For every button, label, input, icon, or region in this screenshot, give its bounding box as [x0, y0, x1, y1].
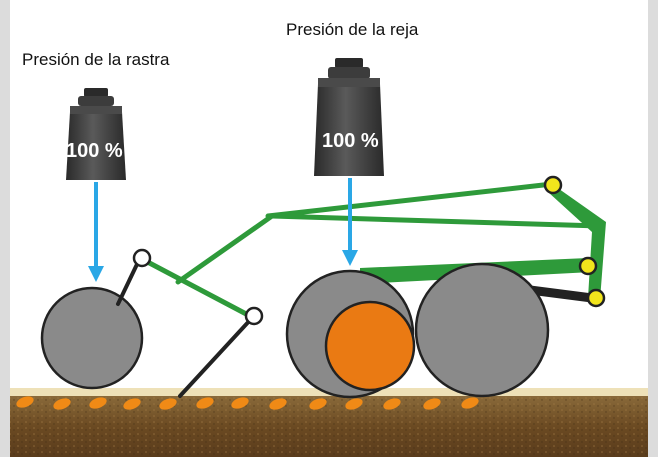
press-wheel: [414, 262, 550, 398]
pivot-harrow-top: [132, 248, 152, 268]
seed-row: [16, 396, 479, 410]
coulter-weight: [314, 58, 384, 176]
rear-link: [525, 285, 597, 303]
harrow-link: [116, 256, 142, 306]
harrow-weight: [66, 88, 126, 180]
harrow-pressure-arrow: [88, 182, 104, 282]
coulter-pressure-arrow: [342, 178, 358, 266]
right-border: [648, 0, 658, 457]
green-frame: [137, 181, 603, 319]
harrow-wheel: [40, 286, 144, 390]
harrow-weight-value: 100 %: [66, 140, 123, 162]
soil-texture: [10, 396, 648, 457]
pivot-harrow-tine: [244, 306, 264, 326]
seed-disc: [324, 300, 416, 392]
harrow-pressure-label: Presión de la rastra: [22, 50, 170, 69]
coulter-weight-value: 100 %: [322, 130, 379, 152]
coulter-pressure-label: Presión de la reja: [286, 20, 419, 39]
frame-rear-bracket: [548, 184, 606, 300]
pivot-bottom: [586, 288, 606, 308]
pivot-middle: [578, 256, 598, 276]
left-border: [0, 0, 10, 457]
harrow-tine: [178, 316, 254, 398]
pivot-top: [543, 175, 563, 195]
